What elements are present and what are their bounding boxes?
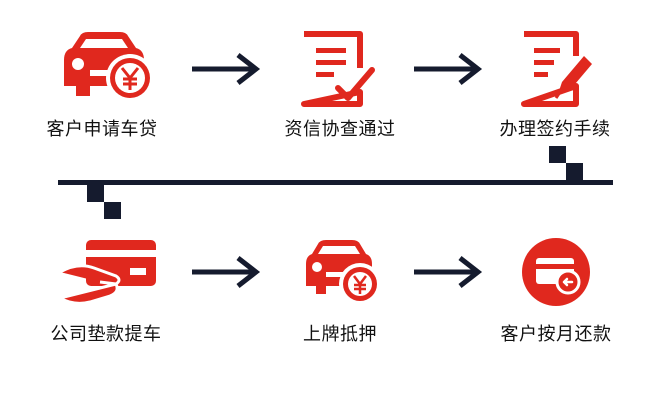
step-label-car-loan: 客户申请车贷	[46, 119, 158, 140]
hand-card-icon	[60, 240, 156, 305]
card-refund-icon	[522, 238, 590, 306]
step-square	[549, 146, 566, 163]
arrow-right-icon	[192, 256, 261, 288]
step-label-procedures: 办理签约手续	[499, 119, 611, 140]
arrow-right-icon	[192, 53, 261, 85]
step-label-credit-check: 资信协查通过	[284, 119, 396, 140]
car-yuan-icon	[64, 32, 154, 102]
document-pen-icon	[521, 31, 592, 107]
document-check-icon	[301, 31, 375, 107]
step-label-pickup: 公司垫款提车	[50, 324, 162, 345]
step-label-mortgage: 上牌抵押	[303, 324, 377, 345]
arrow-right-icon	[414, 256, 483, 288]
step-square	[104, 202, 121, 219]
car-yuan-icon	[306, 240, 381, 305]
step-label-repay: 客户按月还款	[500, 324, 612, 345]
step-square	[87, 185, 104, 202]
step-square	[566, 163, 583, 180]
arrow-right-icon	[414, 53, 483, 85]
divider-line	[58, 180, 613, 185]
